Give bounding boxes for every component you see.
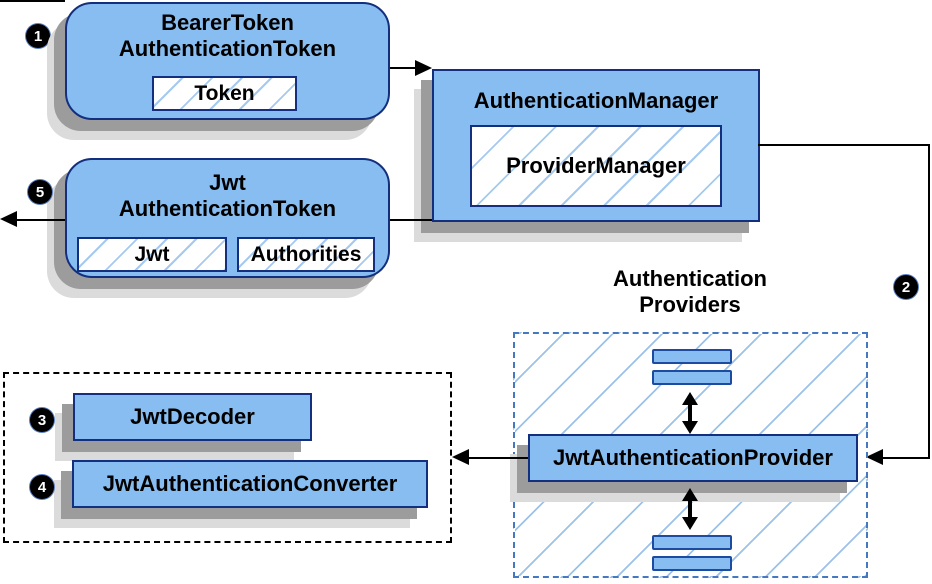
authentication-manager-title: AuthenticationManager [473,88,719,113]
node-jwt-authentication-converter: JwtAuthenticationConverter [72,460,428,508]
authentication-providers-title: Authentication Providers [570,266,810,318]
bearer-token-title-line1: BearerToken [161,10,294,35]
provider-stack-bar [652,535,732,550]
arrowhead-left-icon [866,449,883,465]
bearer-token-title-line2: AuthenticationToken [118,36,337,61]
bidirectional-arrow-icon [682,488,698,530]
edge-bearer-to-manager [390,67,416,69]
edge-manager-to-provider-h [758,144,930,146]
jwt-authentication-converter-title: JwtAuthenticationConverter [102,471,398,496]
authentication-providers-title-line2: Providers [639,292,741,317]
field-authorities: Authorities [237,237,375,272]
authentication-providers-title-line1: Authentication [613,266,767,291]
provider-stack-bar [652,556,732,571]
edge-provider-to-components [468,457,528,459]
step-badge-5: 5 [28,180,52,204]
step-badge-2: 2 [894,275,918,299]
node-jwt-authentication-provider: JwtAuthenticationProvider [528,434,858,482]
edge-manager-to-provider-v [928,144,930,459]
field-jwt: Jwt [77,237,227,272]
edge-jwt-token-out [14,219,65,221]
step-badge-3: 3 [30,408,54,432]
edge-manager-to-jwt-token [390,219,432,221]
arrowhead-left-icon [452,449,469,465]
arrowhead-left-icon [0,211,17,227]
step-badge-1: 1 [26,24,50,48]
edge-incoming-request [0,0,65,2]
jwt-authentication-provider-title: JwtAuthenticationProvider [553,445,833,470]
arrowhead-right-icon [415,60,432,76]
provider-stack-bar [652,349,732,364]
field-provider-manager: ProviderManager [470,125,722,207]
field-token: Token [152,76,297,111]
group-authentication-providers: JwtAuthenticationProvider [513,332,868,578]
node-jwt-authentication-token: Jwt AuthenticationToken Jwt Authorities [65,158,390,278]
node-authentication-manager: AuthenticationManager ProviderManager [432,69,760,222]
group-jwt-components: JwtDecoder JwtAuthenticationConverter [3,372,452,543]
jwt-token-title-line2: AuthenticationToken [118,196,337,221]
step-badge-4: 4 [30,475,54,499]
edge-manager-to-provider-in [882,457,930,459]
node-bearer-token-authentication-token: BearerToken AuthenticationToken Token [65,2,390,120]
jwt-token-title-line1: Jwt [209,170,246,195]
node-jwt-decoder: JwtDecoder [73,393,312,441]
provider-stack-bar [652,370,732,385]
bidirectional-arrow-icon [682,392,698,434]
jwt-decoder-title: JwtDecoder [130,404,255,429]
